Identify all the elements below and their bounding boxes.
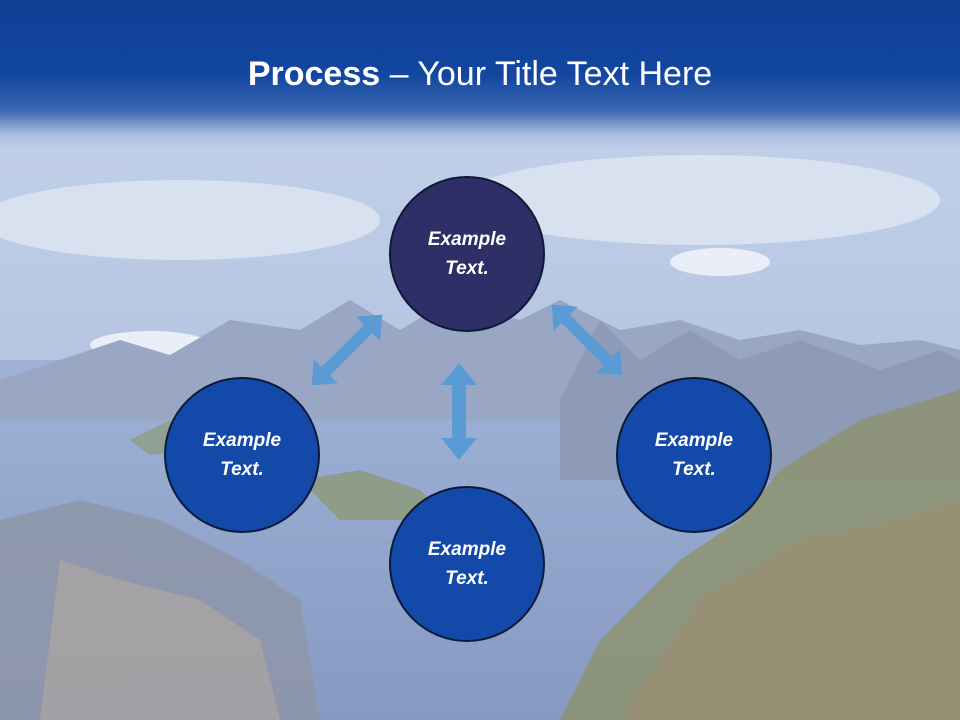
node-label: Example Text. [427, 229, 507, 279]
process-node-right: Example Text. [616, 377, 772, 533]
title-rest: – Your Title Text Here [380, 55, 713, 93]
node-label: Example Text. [654, 430, 734, 480]
node-label: Example Text. [427, 539, 507, 589]
process-node-bottom: Example Text. [389, 486, 545, 642]
process-node-left: Example Text. [164, 377, 320, 533]
node-label: Example Text. [202, 430, 282, 480]
process-node-top: Example Text. [389, 176, 545, 332]
title-bold: Process [247, 55, 381, 93]
slide-title: Process – Your Title Text Here [0, 52, 960, 96]
title-band [0, 0, 960, 150]
